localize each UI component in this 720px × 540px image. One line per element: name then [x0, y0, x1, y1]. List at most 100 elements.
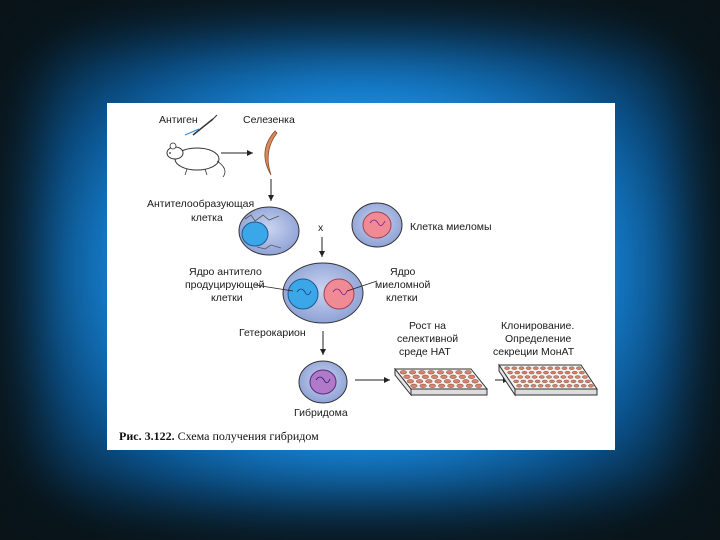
plate-well [537, 384, 544, 388]
nucleus-my-label-line1: Ядро [390, 266, 416, 278]
nucleus-ab-label-line1: Ядро антитело [189, 266, 262, 278]
plate-well [571, 371, 578, 375]
plate-well [549, 379, 555, 383]
pointer-nucleus-ab [254, 284, 294, 292]
plate-well [456, 383, 464, 388]
mouse-icon [166, 142, 226, 178]
plate-well [525, 366, 532, 370]
cross-symbol: x [318, 222, 324, 234]
plate-well [585, 379, 591, 383]
nucleus-ab-label-line3: клетки [211, 292, 243, 304]
spleen-label: Селезенка [243, 114, 295, 126]
nucleus-ab-label-line2: продуцирующей [185, 279, 265, 291]
plate-well [409, 370, 417, 375]
plate-well [541, 379, 548, 383]
plate-well [552, 384, 558, 388]
plate-well [521, 371, 528, 375]
myeloma-cell [351, 202, 403, 248]
plate-well [520, 379, 527, 383]
plate-well [447, 383, 455, 388]
plate-well [556, 379, 563, 383]
cloning-label-line3: секреции МонАТ [493, 346, 575, 358]
plate-well [560, 375, 567, 379]
hat-plate [393, 367, 489, 397]
plate-well [514, 371, 521, 375]
figure-caption: Рис. 3.122. Схема получения гибридом [119, 429, 319, 443]
plate-well [554, 366, 561, 370]
plate-well [517, 375, 524, 379]
nucleus-my-label-line2: миеломной [375, 279, 431, 291]
plate-well [582, 375, 588, 379]
plate-well [543, 371, 549, 375]
plate-well [421, 374, 429, 379]
heterokaryon-label: Гетерокарион [239, 327, 306, 339]
antibody-forming-cell [238, 206, 300, 256]
plate-well [462, 379, 470, 384]
plate-well [471, 379, 479, 384]
caption-text: Схема получения гибридом [175, 429, 320, 443]
plate-well [546, 375, 552, 379]
plate-well [431, 374, 439, 379]
plate-well [425, 379, 433, 384]
plate-well [527, 379, 534, 383]
plate-well [574, 375, 581, 379]
plate-well [465, 383, 473, 388]
plate-well [524, 375, 531, 379]
plate-well [573, 384, 580, 388]
plate-well [547, 366, 554, 370]
figure-slide: Антиген Селезенка Антителообразующая кле… [107, 103, 615, 450]
plate-well [534, 379, 541, 383]
plate-well [566, 384, 573, 388]
plate-well [564, 371, 571, 375]
plate-well [419, 383, 427, 388]
plate-well [403, 374, 411, 379]
plate-well [570, 379, 577, 383]
plate-well [535, 371, 542, 375]
cloning-label-line2: Определение [505, 333, 572, 345]
plate-well [464, 370, 472, 375]
plate-well [434, 379, 442, 384]
plate-well [443, 379, 451, 384]
plate-well [455, 370, 463, 375]
plate-well [511, 366, 518, 370]
plate-well [440, 374, 448, 379]
plate-well [410, 383, 418, 388]
growth-label-line3: среде HAT [399, 346, 451, 358]
plate-well [428, 383, 436, 388]
syringe-icon [184, 114, 218, 136]
nucleus-my-label-line3: клетки [386, 292, 418, 304]
plate-well [577, 379, 584, 383]
plate-well [531, 375, 538, 379]
plate-well [557, 371, 564, 375]
plate-well [453, 379, 461, 384]
plate-well [528, 371, 535, 375]
hybridoma-scheme-diagram: Антиген Селезенка Антителообразующая кле… [119, 114, 598, 443]
plate-well [561, 366, 568, 370]
myeloma-cell-label: Клетка миеломы [410, 221, 492, 233]
plate-well [576, 366, 582, 370]
hybridoma-label: Гибридома [294, 407, 348, 419]
antibody-cell-label-line1: Антителообразующая [147, 198, 254, 210]
growth-label-line1: Рост на [409, 320, 446, 332]
plate-well [588, 384, 594, 388]
plate-well [538, 375, 545, 379]
heterokaryon-cell [282, 262, 364, 324]
plate-well [458, 374, 466, 379]
plate-well [446, 370, 454, 375]
plate-well [427, 370, 435, 375]
plate-well [579, 371, 585, 375]
caption-prefix: Рис. 3.122. [119, 429, 175, 443]
plate-well [438, 383, 446, 388]
plate-well [553, 375, 560, 379]
plate-well [507, 371, 513, 375]
plate-well [399, 370, 407, 375]
plate-well [518, 366, 525, 370]
antibody-cell-label-line2: клетка [191, 212, 223, 224]
plate-well [540, 366, 546, 370]
plate-well [449, 374, 457, 379]
cloning-plate [498, 363, 598, 397]
plate-well [475, 383, 483, 388]
plate-well [559, 384, 566, 388]
plate-well [532, 366, 539, 370]
plate-well [530, 384, 537, 388]
